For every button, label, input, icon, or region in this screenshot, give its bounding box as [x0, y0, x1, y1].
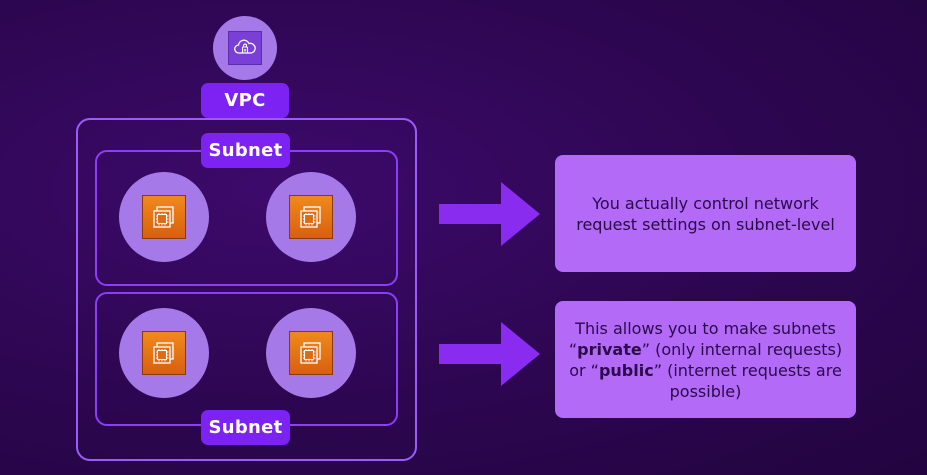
instance-node — [119, 308, 209, 398]
callout-line: This allows you to make subnets — [575, 318, 836, 338]
ec2-instance-icon — [142, 331, 186, 375]
ec2-instance-icon — [289, 331, 333, 375]
ec2-instance-icon — [142, 195, 186, 239]
quote-open: “ — [568, 339, 578, 359]
private-keyword: private — [577, 339, 642, 359]
instance-node — [119, 172, 209, 262]
subnet-label-top: Subnet — [201, 133, 290, 168]
public-description: (internet requests are possible) — [662, 360, 842, 401]
public-keyword: public — [598, 360, 654, 380]
quote-close: ” — [641, 339, 650, 359]
right-arrow-icon — [439, 322, 540, 386]
subnet-label-bottom: Subnet — [201, 410, 290, 445]
callout-private-public: This allows you to make subnets “private… — [555, 301, 856, 418]
vpc-boundary — [76, 118, 417, 461]
or-word: or — [569, 360, 591, 380]
quote-close: ” — [653, 360, 662, 380]
cloud-lock-icon — [228, 31, 262, 65]
ec2-instance-icon — [289, 195, 333, 239]
instance-node — [266, 308, 356, 398]
quote-open: “ — [590, 360, 599, 380]
vpc-icon-badge — [213, 16, 277, 80]
instance-node — [266, 172, 356, 262]
callout-text: This allows you to make subnets “private… — [565, 318, 846, 402]
callout-text: You actually control network request set… — [576, 193, 835, 234]
private-description: (only internal requests) — [650, 339, 843, 359]
right-arrow-icon — [439, 182, 540, 246]
callout-subnet-control: You actually control network request set… — [555, 155, 856, 272]
vpc-label: VPC — [201, 83, 289, 118]
